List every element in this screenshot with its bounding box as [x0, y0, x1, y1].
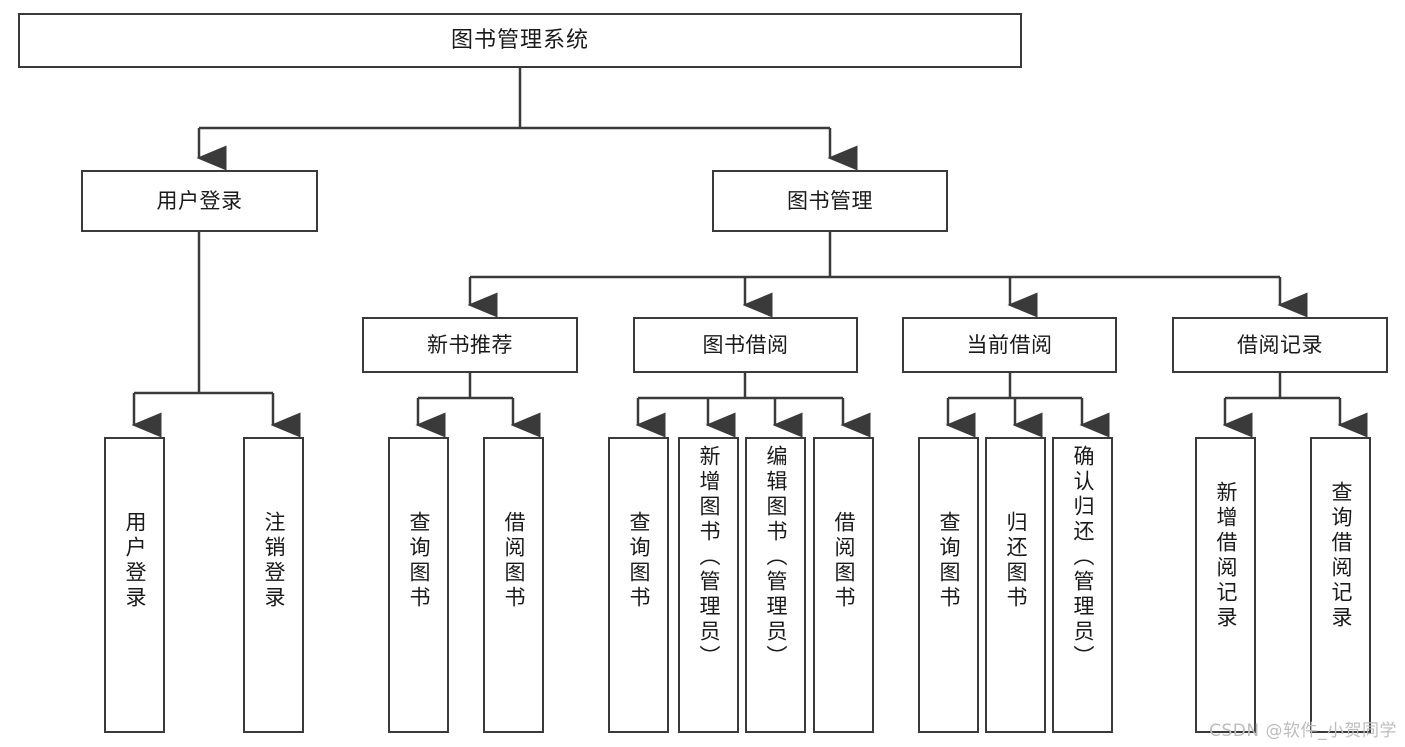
node-label: 归还图书 — [1004, 511, 1028, 611]
node-book-management[interactable]: 图书管理 — [712, 170, 948, 232]
leaf-user-login-logout[interactable]: 注销登录 — [243, 437, 304, 733]
leaf-borrow-record-query-record[interactable]: 查询借阅记录 — [1310, 437, 1371, 733]
leaf-current-borrow-query-book[interactable]: 查询图书 — [918, 437, 979, 733]
node-label: 当前借阅 — [966, 332, 1053, 357]
node-label: 新书推荐 — [427, 332, 513, 357]
node-root-book-management-system[interactable]: 图书管理系统 — [18, 13, 1022, 68]
node-current-borrow[interactable]: 当前借阅 — [902, 317, 1117, 373]
leaf-new-book-borrow-book[interactable]: 借阅图书 — [483, 437, 544, 733]
leaf-book-borrow-borrow-book[interactable]: 借阅图书 — [813, 437, 874, 733]
leaf-current-borrow-confirm-return-admin[interactable]: 确认归还（管理员） — [1052, 437, 1113, 733]
leaf-borrow-record-add-record[interactable]: 新增借阅记录 — [1195, 437, 1256, 733]
node-user-login[interactable]: 用户登录 — [81, 170, 318, 232]
node-label: 注销登录 — [262, 511, 286, 611]
node-label: 借阅图书 — [832, 511, 856, 611]
node-new-book-recommend[interactable]: 新书推荐 — [362, 317, 578, 373]
node-label: 查询图书 — [407, 511, 431, 611]
node-label: 借阅图书 — [502, 511, 526, 611]
node-label: 新增借阅记录 — [1214, 481, 1238, 631]
leaf-book-borrow-edit-book-admin[interactable]: 编辑图书（管理员） — [745, 437, 806, 733]
node-label: 图书管理 — [787, 188, 873, 213]
node-book-borrow[interactable]: 图书借阅 — [633, 317, 858, 373]
node-label: 查询图书 — [627, 511, 651, 611]
node-label: 新增图书（管理员） — [697, 445, 721, 670]
node-label: 用户登录 — [156, 188, 243, 213]
node-label: 借阅记录 — [1237, 332, 1323, 357]
csdn-watermark: CSDN @软件_小贺同学 — [1209, 721, 1397, 741]
node-label: 图书管理系统 — [450, 27, 589, 53]
node-label: 图书借阅 — [702, 332, 789, 357]
leaf-user-login-login[interactable]: 用户登录 — [104, 437, 165, 733]
node-label: 确认归还（管理员） — [1071, 445, 1095, 670]
leaf-book-borrow-query-book[interactable]: 查询图书 — [608, 437, 669, 733]
leaf-book-borrow-add-book-admin[interactable]: 新增图书（管理员） — [678, 437, 739, 733]
leaf-new-book-query-book[interactable]: 查询图书 — [388, 437, 449, 733]
node-label: 编辑图书（管理员） — [764, 445, 788, 670]
node-borrow-record[interactable]: 借阅记录 — [1172, 317, 1388, 373]
leaf-current-borrow-return-book[interactable]: 归还图书 — [985, 437, 1046, 733]
node-label: 查询图书 — [937, 511, 961, 611]
node-label: 查询借阅记录 — [1329, 481, 1353, 631]
node-label: 用户登录 — [123, 511, 147, 611]
